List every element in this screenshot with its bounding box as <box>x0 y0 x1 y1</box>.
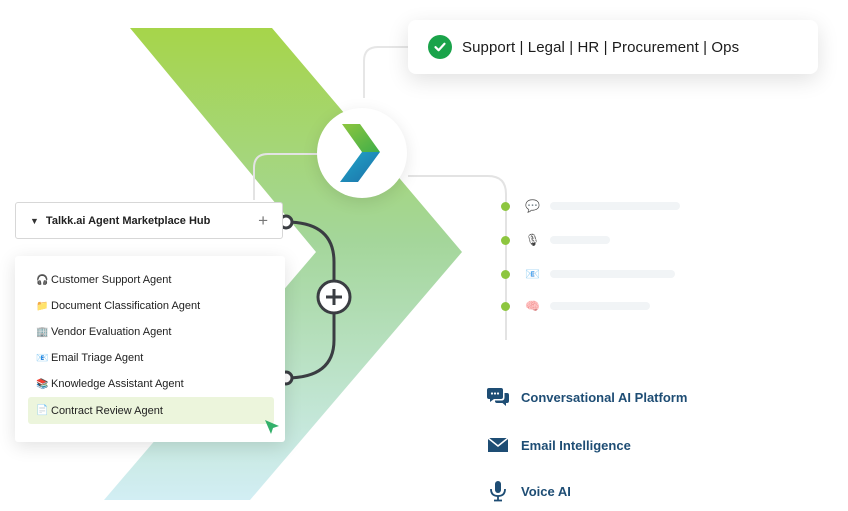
status-dot <box>501 235 510 245</box>
agent-label: Customer Support Agent <box>51 274 172 286</box>
chat-bubbles-icon <box>485 386 511 408</box>
agent-label: Email Triage Agent <box>51 352 144 364</box>
agents-list: 🎧 Customer Support Agent 📁 Document Clas… <box>15 256 285 442</box>
placeholder-bar <box>549 270 675 278</box>
microphone-icon <box>485 480 511 502</box>
building-icon: 🏢 <box>36 326 49 338</box>
envelope-icon <box>485 437 511 453</box>
agent-email-triage[interactable]: 📧 Email Triage Agent <box>28 345 274 371</box>
speech-bubble-icon: 💬 <box>525 199 540 213</box>
hub-title: Talkk.ai Agent Marketplace Hub <box>45 214 211 227</box>
placeholder-bar <box>550 236 611 244</box>
microphone-icon: 🎙 <box>525 233 541 247</box>
email-icon: 📧 <box>36 352 49 364</box>
agent-label: Document Classification Agent <box>51 300 201 312</box>
marketplace-hub-header[interactable]: ▼ Talkk.ai Agent Marketplace Hub + <box>15 202 283 239</box>
status-dot <box>501 301 510 311</box>
departments-text: Support | Legal | HR | Procurement | Ops <box>462 38 740 56</box>
capability-row: 📧 <box>501 267 675 281</box>
agent-customer-support[interactable]: 🎧 Customer Support Agent <box>28 267 274 293</box>
capability-row: 💬 <box>501 199 680 213</box>
books-icon: 📚 <box>36 378 49 390</box>
product-email-intelligence[interactable]: Email Intelligence <box>465 425 655 465</box>
capability-row: 🎙 <box>501 233 611 247</box>
departments-pill: Support | Legal | HR | Procurement | Ops <box>408 20 818 74</box>
agent-vendor-evaluation[interactable]: 🏢 Vendor Evaluation Agent <box>28 319 274 345</box>
folder-icon: 📁 <box>36 300 49 312</box>
caret-down-icon[interactable]: ▼ <box>30 215 39 226</box>
agent-contract-review[interactable]: 📄 Contract Review Agent <box>28 397 274 424</box>
capability-row: 🧠 <box>501 299 650 313</box>
status-dot <box>501 269 510 279</box>
check-circle-icon <box>428 35 452 59</box>
email-icon: 📧 <box>525 267 540 281</box>
brain-icon: 🧠 <box>525 299 540 313</box>
agent-label: Contract Review Agent <box>51 404 163 417</box>
product-voice-ai[interactable]: Voice AI <box>465 471 595 511</box>
cursor-pointer-icon <box>265 420 279 434</box>
add-icon[interactable]: + <box>258 211 268 230</box>
agent-label: Knowledge Assistant Agent <box>51 378 184 390</box>
product-label: Email Intelligence <box>521 437 631 453</box>
product-label: Conversational AI Platform <box>521 389 688 405</box>
agent-knowledge-assistant[interactable]: 📚 Knowledge Assistant Agent <box>28 371 274 397</box>
product-label: Voice AI <box>521 483 571 499</box>
document-icon: 📄 <box>36 405 49 416</box>
agent-document-classification[interactable]: 📁 Document Classification Agent <box>28 293 274 319</box>
headphones-icon: 🎧 <box>36 274 49 286</box>
status-dot <box>501 201 510 211</box>
talkk-logo <box>317 108 407 198</box>
agent-label: Vendor Evaluation Agent <box>51 326 172 338</box>
placeholder-bar <box>549 302 650 310</box>
placeholder-bar <box>549 202 680 210</box>
product-conversational-ai[interactable]: Conversational AI Platform <box>465 377 705 417</box>
